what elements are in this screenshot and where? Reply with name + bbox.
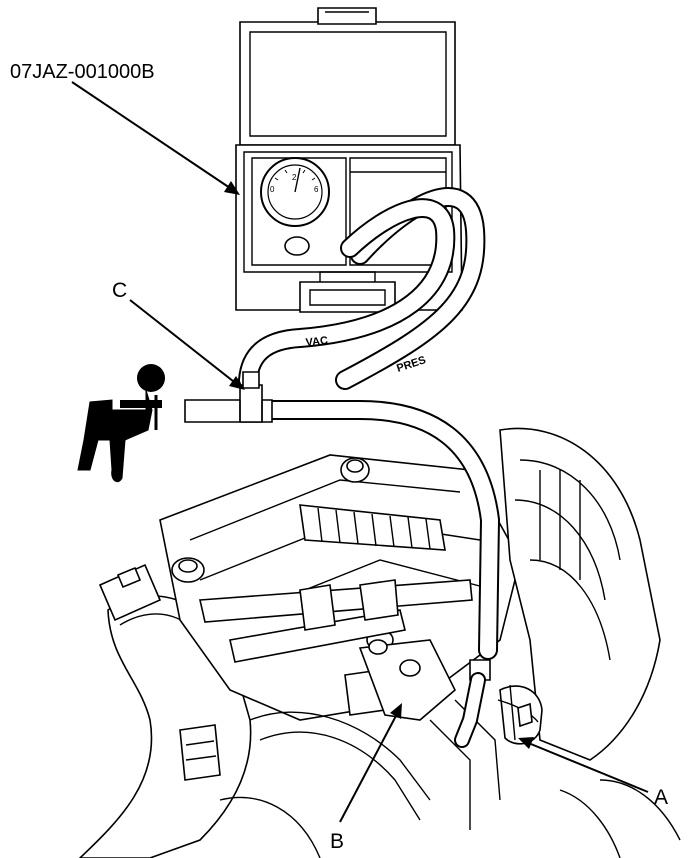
gauge-label-high: 6 [314,185,319,194]
gauge-label-mid: 2 [292,173,297,182]
vac-hose-label: VAC [305,335,329,349]
callout-c: C [112,279,127,302]
gauge-dial: 0 2 6 [260,157,330,227]
connecting-hose [260,400,501,748]
t-joint [184,371,273,423]
hand-vacuum-pump [77,364,165,483]
gauge-label-low: 0 [270,185,275,194]
engine-assembly [78,427,681,858]
leader-lines [71,81,649,823]
vacuum-hose: VAC [238,198,456,390]
callout-a: A [654,786,668,809]
corrugated-hose [299,504,446,551]
tool-part-number-label: 07JAZ-001000B [10,61,155,83]
fuel-pressure-regulator [497,684,543,745]
vacuum-pressure-tester: 0 2 6 [235,7,463,313]
callout-b: B [330,830,344,853]
